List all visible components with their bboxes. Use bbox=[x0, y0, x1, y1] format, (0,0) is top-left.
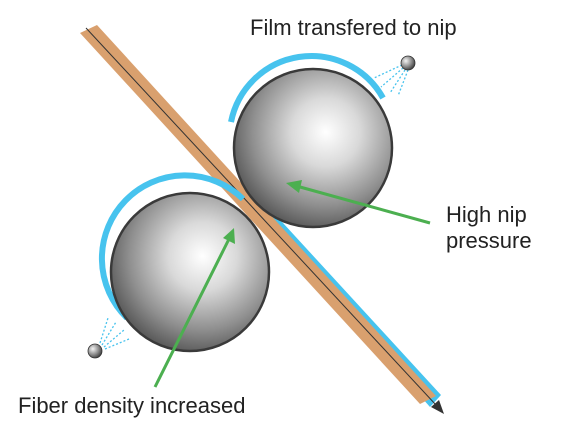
film-transfer-label: Film transfered to nip bbox=[250, 15, 457, 40]
pressure-pointer-arrow bbox=[286, 180, 431, 225]
spray-nozzle-icon bbox=[87, 317, 130, 359]
fiber-density-label: Fiber density increased bbox=[18, 393, 245, 418]
top-roll-film bbox=[228, 53, 386, 123]
top-roll bbox=[228, 53, 394, 229]
bottom-roll-film bbox=[98, 172, 246, 321]
fiber-pointer-arrow bbox=[153, 228, 235, 388]
web-direction-line bbox=[85, 27, 444, 414]
pressure-label-line1: High nip bbox=[446, 202, 527, 227]
pressure-label-line2: pressure bbox=[446, 228, 532, 253]
spray-nozzle-icon bbox=[373, 55, 416, 97]
arrowhead-icon bbox=[431, 400, 444, 414]
